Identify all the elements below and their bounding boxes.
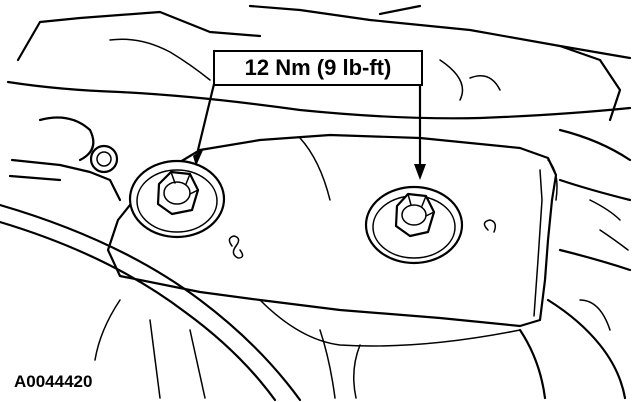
left-bolt-face: [163, 181, 191, 205]
right-bolt-face: [401, 204, 427, 226]
right-bolt-head: [394, 192, 436, 238]
bracket-plate: [106, 133, 558, 328]
bracket-inner-edge: [299, 137, 558, 317]
torque-callout: 12 Nm (9 lb-ft): [213, 50, 423, 86]
left-hole-inner: [96, 151, 112, 167]
leader-line-left: [196, 82, 216, 152]
right-bolt-facets: [407, 193, 435, 217]
hose-inner: [0, 220, 277, 402]
left-bracket-edge: [8, 116, 122, 202]
left-hole: [89, 144, 119, 174]
left-bolt-head: [156, 170, 200, 216]
hose-outer: [0, 203, 302, 402]
lower-left-detail: [94, 299, 361, 399]
torque-label: 12 Nm (9 lb-ft): [244, 55, 392, 80]
figure-id: A0044420: [14, 372, 93, 391]
arrowhead-left: [193, 148, 204, 166]
upper-contour: [109, 38, 501, 101]
clip-mark-right: [483, 219, 497, 233]
clip-mark-left: [228, 235, 244, 259]
top-right-panel: [248, 4, 632, 122]
arrowhead-right: [414, 164, 426, 180]
left-bolt-facets: [170, 171, 199, 195]
upper-body-outline: [6, 10, 632, 120]
right-structure: [518, 128, 632, 400]
lower-bracket-lip: [259, 299, 521, 347]
right-detail: [579, 199, 629, 331]
left-washer-inner: [136, 169, 218, 233]
